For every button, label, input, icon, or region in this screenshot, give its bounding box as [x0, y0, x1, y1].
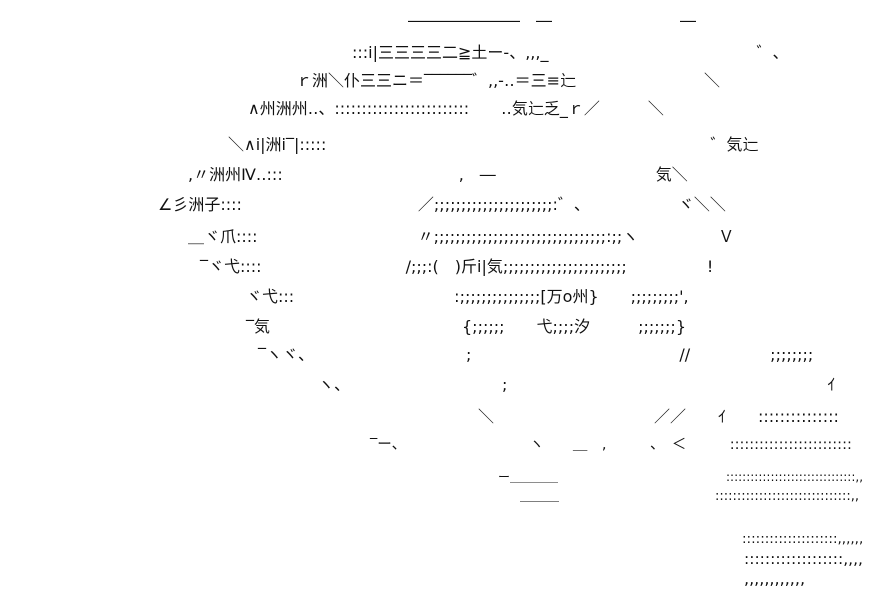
art-line-3: ｒ洲＼仆三三ニ＝‾‾‾‾‾‾゛,,-‥＝三≡辷 ＼	[296, 71, 721, 90]
art-line-9: ‾ヾ弋:::: /;;;:( )斤i|気;;;;;;;;;;;;;;;;;;;;…	[200, 257, 714, 276]
art-line-17: ＿＿＿ :::::::::::::::::::::::::::::::,,	[520, 489, 860, 504]
art-line-7: ∠彡洲子:::: ／;;;;;;;;;;;;;;;;;;;;;;:゛、 ヾ＼＼	[158, 195, 726, 214]
art-line-8: ＿ヾ爪:::: 〃;;;;;;;;;;;;;;;;;;;;;;;;;;;;;;;…	[188, 227, 735, 246]
art-line-13: ヽ、 ; ｲ	[318, 375, 836, 394]
art-line-5: ＼∧i|洲i‾|::::: ゛気辷	[228, 135, 759, 154]
art-line-1: ――――――― ― ―	[408, 11, 697, 30]
art-line-10: ヾ弋::: :;;;;;;;;;;;;;;;[万o州} ;;;;;;;;;',	[246, 287, 689, 306]
art-line-19: :::::::::::::::::::,,,,	[744, 550, 863, 568]
art-line-15: ‾ー、 ヽ ＿ , 、 ＜ :::::::::::::::::::::::::	[370, 437, 852, 453]
art-line-6: ,〃洲州Ⅳ‥::: , ― 気＼	[188, 165, 688, 184]
art-line-18: :::::::::::::::::::::,,,,,,	[742, 531, 864, 547]
art-line-2: :::i|三三三三二≧土ー-、,,,_ ゛、	[352, 43, 789, 62]
art-line-11: ‾気 {;;;;;; 弋;;;;汐 ;;;;;;;}	[246, 317, 687, 336]
art-line-14: ＼ ／／ ｲ :::::::::::::::	[478, 407, 839, 426]
art-line-4: ∧州洲州‥、::::::::::::::::::::::::: ‥気辷乏_ｒ／ …	[248, 99, 664, 118]
art-line-12: ‾ヽヾ、 ; // ;;;;;;;;	[258, 345, 814, 364]
art-line-16: ー＿＿＿＿ ::::::::::::::::::::::::::::::::,,	[498, 470, 864, 484]
art-line-20: ,,,,,,,,,,,,	[744, 569, 806, 588]
